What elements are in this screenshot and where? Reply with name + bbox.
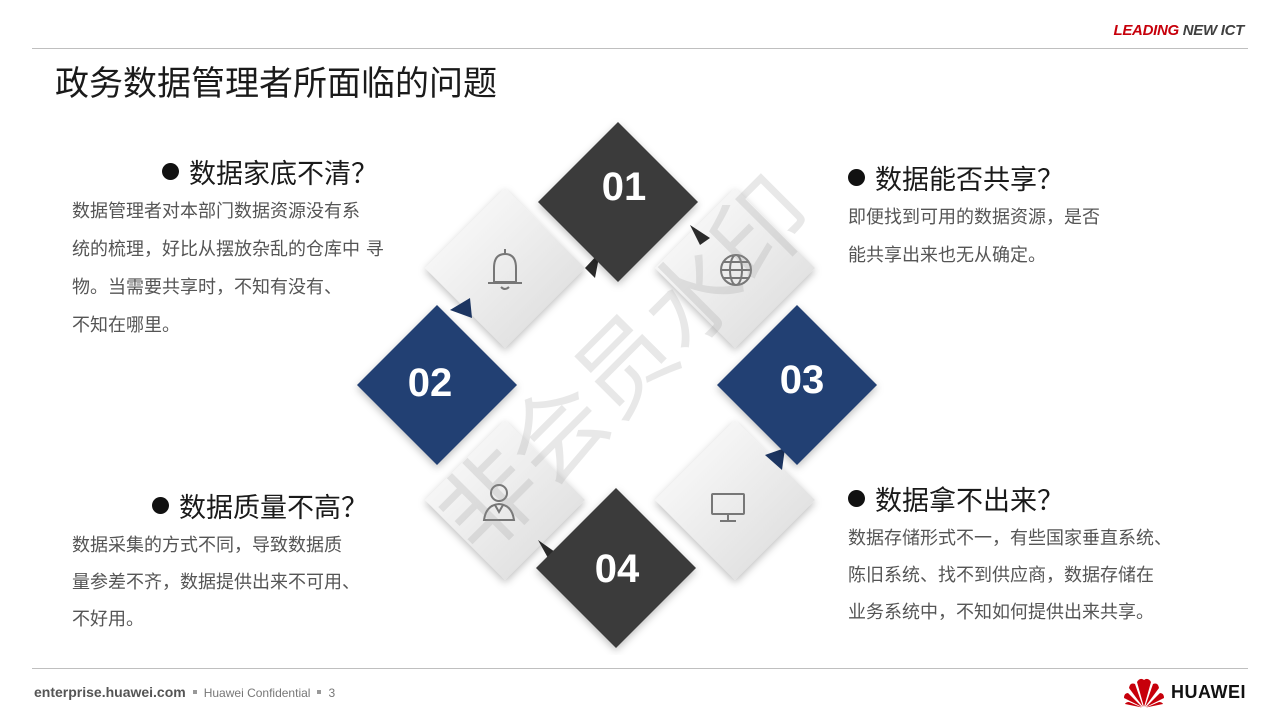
item-04-heading: 数据拿不出来？	[848, 479, 1064, 518]
bullet-icon	[848, 169, 865, 186]
diamond-03	[717, 305, 877, 465]
item-02-heading: 数据质量不高？	[152, 486, 368, 525]
item-04-body: 数据存储形式不一，有些国家垂直系统、 陈旧系统、找不到供应商，数据存储在 业务系…	[848, 528, 1172, 623]
item-02-body: 数据采集的方式不同，导致数据质 量参差不齐，数据提供出来不可用、 不好用。	[72, 535, 360, 630]
footer-site: enterprise.huawei.com	[34, 684, 186, 700]
fold-corner	[450, 298, 472, 318]
fold-corner	[765, 448, 785, 470]
card-top-right	[655, 188, 815, 348]
number-04: 04	[595, 547, 640, 591]
monitor-icon	[711, 493, 745, 522]
page-number: 3	[328, 686, 336, 700]
bullet-icon	[848, 490, 865, 507]
diamond-01	[538, 122, 698, 282]
card-bottom-left	[425, 420, 585, 580]
item-01-heading: 数据家底不清？	[162, 152, 378, 191]
huawei-flower-icon	[1124, 678, 1164, 708]
top-divider	[32, 48, 1248, 49]
footer: enterprise.huawei.com Huawei Confidential…	[34, 684, 335, 700]
item-03-body: 即便找到可用的数据资源，是否 能共享出来也无从确定。	[848, 207, 1100, 266]
bullet-icon	[152, 497, 169, 514]
separator-dot	[192, 690, 197, 694]
bell-icon	[488, 249, 522, 290]
number-01: 01	[602, 165, 647, 209]
diamond-diagram: 01 02 03 04	[357, 122, 877, 648]
slide-title: 政务数据管理者所面临的问题	[55, 64, 497, 104]
leading-new-ict-tagline: LEADING NEW ICT	[1113, 22, 1244, 39]
bottom-divider	[32, 668, 1248, 669]
huawei-logo: HUAWEI	[1123, 676, 1246, 708]
fold-corner	[690, 225, 710, 245]
number-02: 02	[408, 361, 453, 405]
number-03: 03	[780, 358, 825, 402]
separator-dot	[317, 690, 322, 694]
globe-icon	[720, 254, 752, 286]
bullet-icon	[162, 163, 179, 180]
item-03-heading: 数据能否共享？	[848, 158, 1064, 197]
diamond-04	[536, 488, 696, 648]
item-01-body: 数据管理者对本部门数据资源没有系 统的梳理，好比从摆放杂乱的仓库中 寻 物。当需…	[72, 201, 384, 336]
user-icon	[482, 484, 516, 521]
diamond-02	[357, 305, 517, 465]
footer-confidential: Huawei Confidential	[203, 686, 311, 700]
